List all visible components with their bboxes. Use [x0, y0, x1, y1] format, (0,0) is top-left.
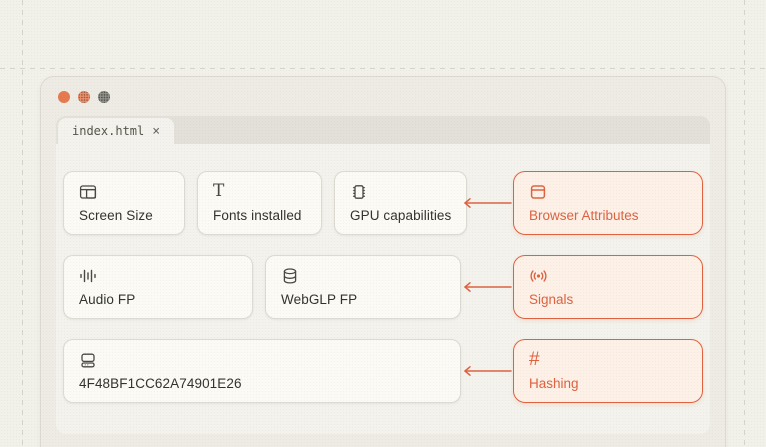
arrow-zone [461, 339, 513, 403]
left-arrow-icon [461, 281, 513, 293]
arrow-zone [461, 171, 513, 235]
fingerprint-hash-value: 4F48BF1CC62A74901E26 [79, 376, 242, 391]
broadcast-icon [529, 266, 687, 285]
attribute-cards-group: Screen Size T Fonts installed GP [63, 171, 468, 235]
row-browser-attributes: Screen Size T Fonts installed GP [63, 171, 703, 235]
card-fingerprint-hash: 4F48BF1CC62A74901E26 [63, 339, 461, 403]
card-label: Screen Size [79, 208, 153, 223]
chip-icon [350, 182, 451, 201]
left-arrow-icon [461, 197, 513, 209]
close-window-icon[interactable] [58, 90, 70, 103]
card-label: Signals [529, 292, 574, 307]
maximize-window-icon[interactable] [98, 90, 110, 103]
card-label: GPU capabilities [350, 208, 452, 223]
dashed-guide-top [0, 68, 766, 69]
card-screen-size: Screen Size [63, 171, 185, 235]
tab-strip: index.html × [56, 116, 710, 144]
dashed-guide-left [22, 0, 23, 447]
tab-close-icon[interactable]: × [152, 123, 161, 139]
card-label: Fonts installed [213, 208, 302, 223]
minimize-window-icon[interactable] [78, 90, 90, 103]
page-content-panel: Screen Size T Fonts installed GP [56, 144, 710, 434]
audio-waveform-icon [79, 266, 237, 285]
card-hashing: # Hashing [513, 339, 703, 403]
card-signals: Signals [513, 255, 703, 319]
hard-drive-icon [79, 350, 445, 369]
card-label: Hashing [529, 376, 579, 391]
card-label: Browser Attributes [529, 208, 639, 223]
hash-icon: # [529, 349, 540, 370]
arrow-zone [461, 255, 513, 319]
browser-window: index.html × Screen Size [40, 76, 726, 447]
serif-t-icon: T [213, 181, 225, 201]
dashed-guide-right [744, 0, 745, 447]
browser-window-icon [529, 182, 687, 201]
tab-index-html[interactable]: index.html × [58, 118, 175, 144]
window-titlebar [41, 77, 725, 116]
row-hashing: 4F48BF1CC62A74901E26 # Hashing [63, 339, 703, 403]
tab-label: index.html [72, 124, 145, 138]
signal-cards-group: Audio FP WebGLP FP [63, 255, 461, 319]
database-icon [281, 266, 445, 285]
card-browser-attributes: Browser Attributes [513, 171, 703, 235]
left-arrow-icon [461, 365, 513, 377]
card-label: WebGLP FP [281, 292, 358, 307]
card-gpu-capabilities: GPU capabilities [334, 171, 468, 235]
traffic-lights [58, 90, 110, 103]
hash-cards-group: 4F48BF1CC62A74901E26 [63, 339, 461, 403]
card-fonts-installed: T Fonts installed [197, 171, 322, 235]
row-signals: Audio FP WebGLP FP [63, 255, 703, 319]
card-webglp-fp: WebGLP FP [265, 255, 461, 319]
card-audio-fp: Audio FP [63, 255, 253, 319]
card-label: Audio FP [79, 292, 136, 307]
browser-layout-icon [79, 182, 169, 201]
